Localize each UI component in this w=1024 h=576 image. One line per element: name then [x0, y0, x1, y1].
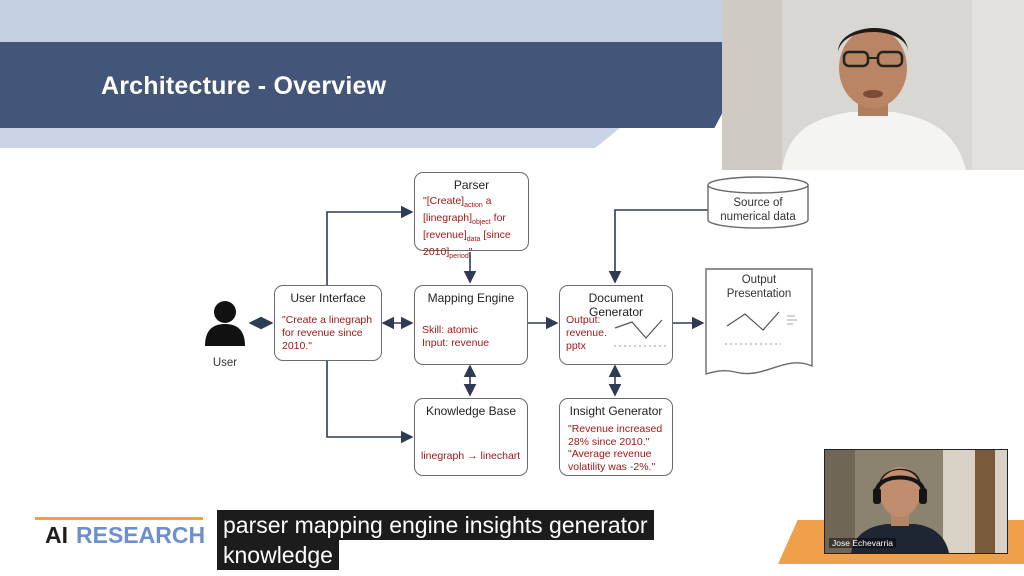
line-chart-thumbnail-icon: [614, 319, 666, 347]
knowledge-base-title: Knowledge Base: [425, 404, 517, 418]
user-interface-title: User Interface: [290, 291, 366, 305]
user-interface-box: User Interface "Create a linegraph for r…: [274, 285, 382, 361]
caption-line-1: parser mapping engine insights generator: [217, 510, 654, 540]
knowledge-base-text: linegraph → linechart: [421, 450, 521, 462]
participant-name-label: Jose Echevarria: [829, 538, 896, 548]
insight-generator-title: Insight Generator: [569, 404, 663, 418]
parser-box: Parser "[Create]action a [linegraph]obje…: [414, 172, 529, 260]
user-icon: [205, 301, 245, 346]
participant-video-tile[interactable]: Jose Echevarria: [824, 449, 1008, 554]
user-interface-text: "Create a linegraph for revenue since 20…: [282, 314, 373, 352]
output-presentation-document-icon: [705, 268, 813, 375]
mapping-engine-skill: Skill: atomic: [422, 324, 479, 336]
header-title-band: [0, 42, 760, 128]
mapping-engine-title: Mapping Engine: [427, 291, 515, 305]
insight-generator-text-2: "Average revenue volatility was -2%.": [568, 448, 656, 473]
caption-line-2: knowledge: [217, 540, 339, 570]
brand-research-text: RESEARCH: [76, 522, 206, 548]
brand-ai-text: AI: [45, 522, 68, 548]
insight-generator-box: Insight Generator "Revenue increased 28%…: [559, 398, 673, 476]
header-under-band: [0, 128, 620, 148]
data-source-label: Source of numerical data: [720, 197, 796, 223]
document-generator-output: Output: revenue. pptx: [566, 314, 607, 352]
parser-text: "[Create]action a [linegraph]object for …: [423, 195, 511, 261]
insight-generator-text-1: "Revenue increased 28% since 2010.": [568, 423, 663, 448]
user-label: User: [212, 357, 238, 369]
document-generator-box: Document Generator Output: revenue. pptx: [559, 285, 673, 365]
slide-title: Architecture - Overview: [101, 72, 387, 100]
footer-accent-line: [35, 517, 203, 520]
mapping-engine-box: Mapping Engine Skill: atomic Input: reve…: [414, 285, 528, 365]
data-source-cylinder-icon: [707, 176, 809, 229]
document-generator-title: Document Generator: [588, 291, 644, 319]
presenter-video-tile[interactable]: [722, 0, 1024, 170]
parser-title: Parser: [453, 178, 490, 192]
knowledge-base-box: Knowledge Base linegraph → linechart: [414, 398, 528, 476]
participant-video-icon: [825, 450, 1007, 553]
mapping-engine-input: Input: revenue: [422, 337, 490, 349]
presenter-video-icon: [722, 0, 1024, 170]
output-presentation-label: Output Presentation: [726, 274, 792, 300]
